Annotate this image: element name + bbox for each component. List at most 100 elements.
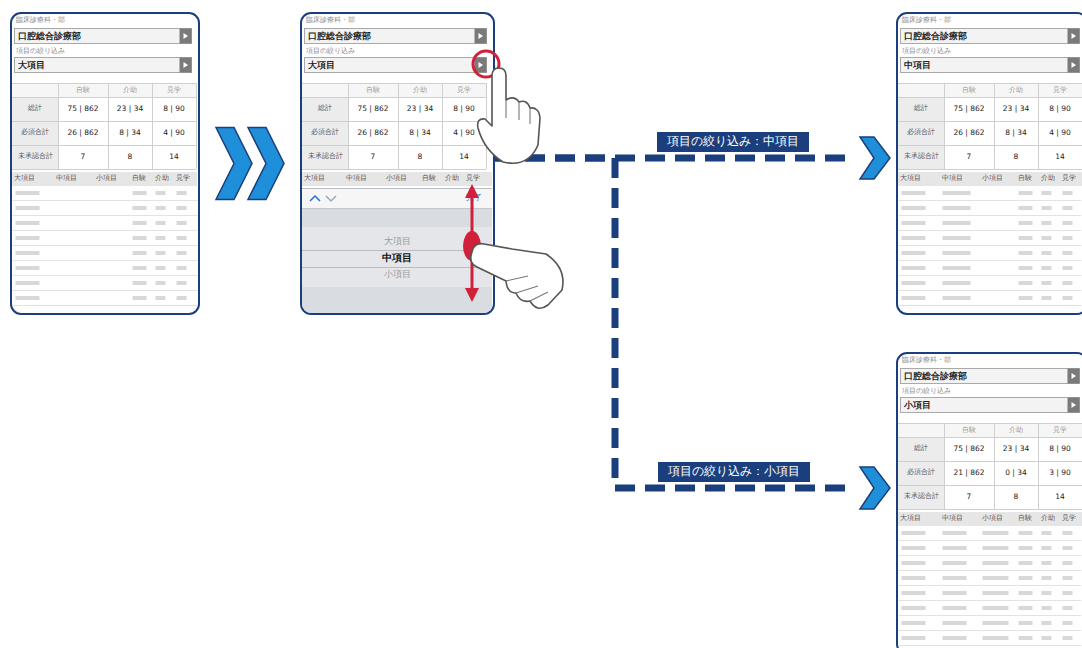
screen-ui [12,14,197,314]
chevron-head [860,467,890,509]
phone-screen: 臨床診療科・部口腔総合診療部項目の絞り込み小項目自験介助見学総計75 | 862… [896,352,1082,648]
screen-text: 未承認合計 [898,493,944,500]
screen-text: 未承認合計 [302,153,348,160]
screen-text: 自験 [132,175,146,182]
screen-text: 中項目 [942,515,963,522]
screen-text: 小項目 [904,401,931,410]
screen-text: 自験 [348,87,398,94]
screen-text: 8 | 90 [152,105,196,113]
picker-text: 中項目 [302,253,492,263]
screen-text: 75 | 862 [944,445,994,453]
screen-text: 14 [152,153,196,161]
tap-highlight [473,51,499,77]
screen-text: 8 [994,153,1038,161]
screen-text: 介助 [155,175,169,182]
picker-text: 小項目 [302,270,492,279]
screen-text: 臨床診療科・部 [16,17,65,24]
screen-text: 大項目 [304,175,325,182]
screen-text: 必須合計 [898,129,944,136]
screen-text: 75 | 862 [58,105,108,113]
screen-text: 75 | 862 [348,105,398,113]
screen-text: 自験 [944,87,994,94]
screen-text: 8 [108,153,152,161]
screen-text: 口腔総合診療部 [904,32,967,41]
screen-text: 口腔総合診療部 [308,32,371,41]
screen-text: 未承認合計 [12,153,58,160]
screen-text: 項目の絞り込み [306,48,355,55]
tapping-hand [478,68,540,163]
screen-text: 14 [1038,493,1082,501]
screen-text: 項目の絞り込み [902,388,951,395]
screen-text: 23 | 34 [398,105,442,113]
screen-text: 8 | 34 [108,129,152,137]
screen-text: 26 | 862 [944,129,994,137]
screen-text: 中項目 [346,175,367,182]
screen-text: 必須合計 [12,129,58,136]
screen-text: 見学 [1062,515,1076,522]
screen-text: 総計 [12,105,58,112]
screen-text: 介助 [1041,175,1055,182]
phone-screen: 臨床診療科・部口腔総合診療部項目の絞り込み中項目自験介助見学総計75 | 862… [896,12,1082,315]
screen-text: 8 | 90 [1038,105,1082,113]
picker-text: 完了 [466,194,482,202]
screen-text: 4 | 90 [442,129,486,137]
swipe-arrow-head [465,288,479,302]
screen-text: 23 | 34 [108,105,152,113]
screen-text: 14 [442,153,486,161]
screen-text: 7 [944,153,994,161]
screen-text: 見学 [1062,175,1076,182]
screen-text: 小項目 [982,515,1003,522]
phone-screen: 臨床診療科・部口腔総合診療部項目の絞り込み大項目自験介助見学総計75 | 862… [300,12,495,315]
screen-ui [898,354,1082,648]
screen-text: 8 [994,493,1038,501]
screen-text: 介助 [445,175,459,182]
swipe-mark [463,231,481,261]
screen-text: 大項目 [900,175,921,182]
screen-text: 7 [348,153,398,161]
double-chevron [216,128,284,200]
screen-text: 8 [398,153,442,161]
swiping-hand [471,244,563,309]
screen-text: 大項目 [308,61,335,70]
screen-text: 3 | 90 [1038,469,1082,477]
screen-text: 見学 [1038,87,1082,94]
screen-text: 自験 [1018,515,1032,522]
screen-text: 23 | 34 [994,445,1038,453]
finger-lines [506,100,530,124]
screen-text: 14 [1038,153,1082,161]
screen-text: 臨床診療科・部 [902,17,951,24]
screen-text: 見学 [442,87,486,94]
screen-text: 中項目 [56,175,77,182]
screen-text: 総計 [898,105,944,112]
phone-screen: 臨床診療科・部口腔総合診療部項目の絞り込み大項目自験介助見学総計75 | 862… [10,12,200,315]
screen-text: 介助 [994,427,1038,434]
screen-text: 0 | 34 [994,469,1038,477]
screen-text: 8 | 90 [442,105,486,113]
screen-ui [898,14,1082,314]
edge-label: 項目の絞り込み：中項目 [657,132,809,152]
screen-text: 8 | 90 [1038,445,1082,453]
screen-text: 口腔総合診療部 [18,32,81,41]
screen-text: 中項目 [942,175,963,182]
screen-text: 大項目 [900,515,921,522]
screen-text: 必須合計 [898,469,944,476]
screen-text: 7 [944,493,994,501]
screen-text: 見学 [176,175,190,182]
screen-text: 介助 [108,87,152,94]
screen-text: 項目の絞り込み [902,48,951,55]
screen-text: 総計 [302,105,348,112]
screen-text: 8 | 34 [994,129,1038,137]
screen-text: 小項目 [386,175,407,182]
edge-label: 項目の絞り込み：小項目 [658,462,810,482]
screen-text: 小項目 [96,175,117,182]
screen-text: 23 | 34 [994,105,1038,113]
screen-text: 臨床診療科・部 [902,357,951,364]
screen-text: 26 | 862 [58,129,108,137]
chevron-head [216,128,252,200]
screen-text: 介助 [1041,515,1055,522]
screen-text: 必須合計 [302,129,348,136]
screen-text: 7 [58,153,108,161]
